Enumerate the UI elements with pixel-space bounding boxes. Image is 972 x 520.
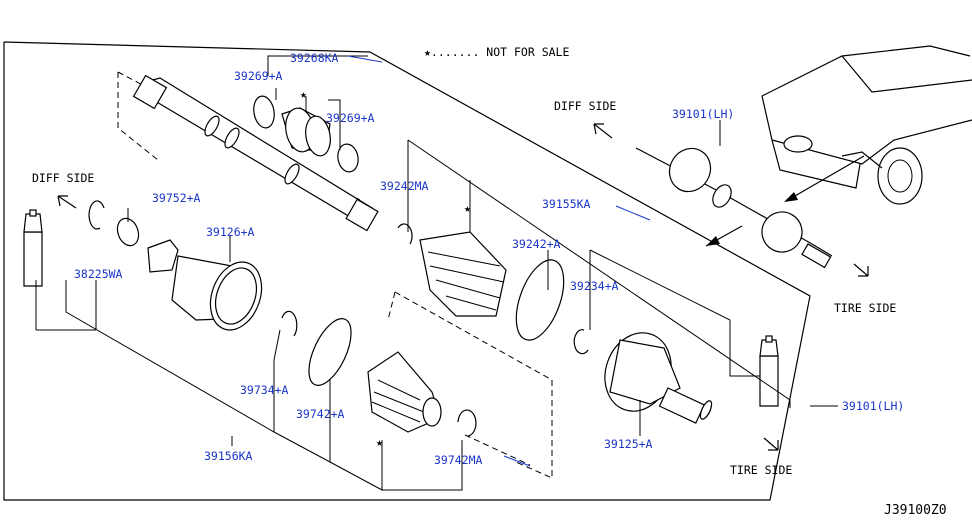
- label-39156KA: 39156KA: [204, 449, 253, 463]
- label-38225WA: 38225WA: [74, 267, 123, 281]
- complete-driveshaft: [635, 147, 833, 269]
- label-39242MA: 39242MA: [380, 179, 429, 193]
- grease-tube-left: [23, 209, 43, 287]
- label-39126A: 39126+A: [206, 225, 255, 239]
- label-39268KA: 39268KA: [290, 51, 339, 65]
- not-for-sale-note: ★....... NOT FOR SALE: [424, 45, 569, 59]
- diagram-code: J39100Z0: [884, 503, 947, 518]
- assembly-frame: [3, 41, 811, 501]
- grease-tube-right: [759, 335, 779, 407]
- label-39242A: 39242+A: [512, 237, 561, 251]
- snap-rings-left: [88, 200, 140, 247]
- vehicle-illustration: [761, 45, 972, 205]
- outer-cv-joint: [604, 332, 713, 424]
- not-for-sale-star-1: ★: [300, 87, 307, 101]
- diff-side-left-label: DIFF SIDE: [32, 171, 94, 185]
- small-boot-top: [253, 95, 359, 173]
- upper-boot-assembly: [397, 223, 589, 355]
- direction-arrows: [57, 123, 869, 451]
- lower-boot-assembly: [281, 310, 477, 437]
- label-39125A: 39125+A: [604, 437, 653, 451]
- label-39752A: 39752+A: [152, 191, 201, 205]
- label-39734A: 39734+A: [240, 383, 289, 397]
- label-39269A-right: 39269+A: [326, 111, 375, 125]
- inner-shaft: [132, 74, 379, 232]
- accent-lines: [347, 55, 651, 467]
- label-39234A: 39234+A: [570, 279, 619, 293]
- label-39101LH-right: 39101(LH): [842, 399, 904, 413]
- label-39155KA: 39155KA: [542, 197, 591, 211]
- part-labels: ★....... NOT FOR SALE 39268KA 39269+A 39…: [32, 45, 947, 518]
- diff-side-right-label: DIFF SIDE: [554, 99, 616, 113]
- not-for-sale-star-2: ★: [464, 201, 471, 215]
- label-39742MA: 39742MA: [434, 453, 483, 467]
- label-39269A-left: 39269+A: [234, 69, 283, 83]
- inner-joint-housing: [147, 239, 263, 331]
- label-39101LH-top: 39101(LH): [672, 107, 734, 121]
- tire-side-bottom-label: TIRE SIDE: [730, 463, 792, 477]
- tire-side-right-label: TIRE SIDE: [834, 301, 896, 315]
- not-for-sale-star-3: ★: [376, 435, 383, 449]
- label-39742A: 39742+A: [296, 407, 345, 421]
- leader-lines: [35, 55, 838, 491]
